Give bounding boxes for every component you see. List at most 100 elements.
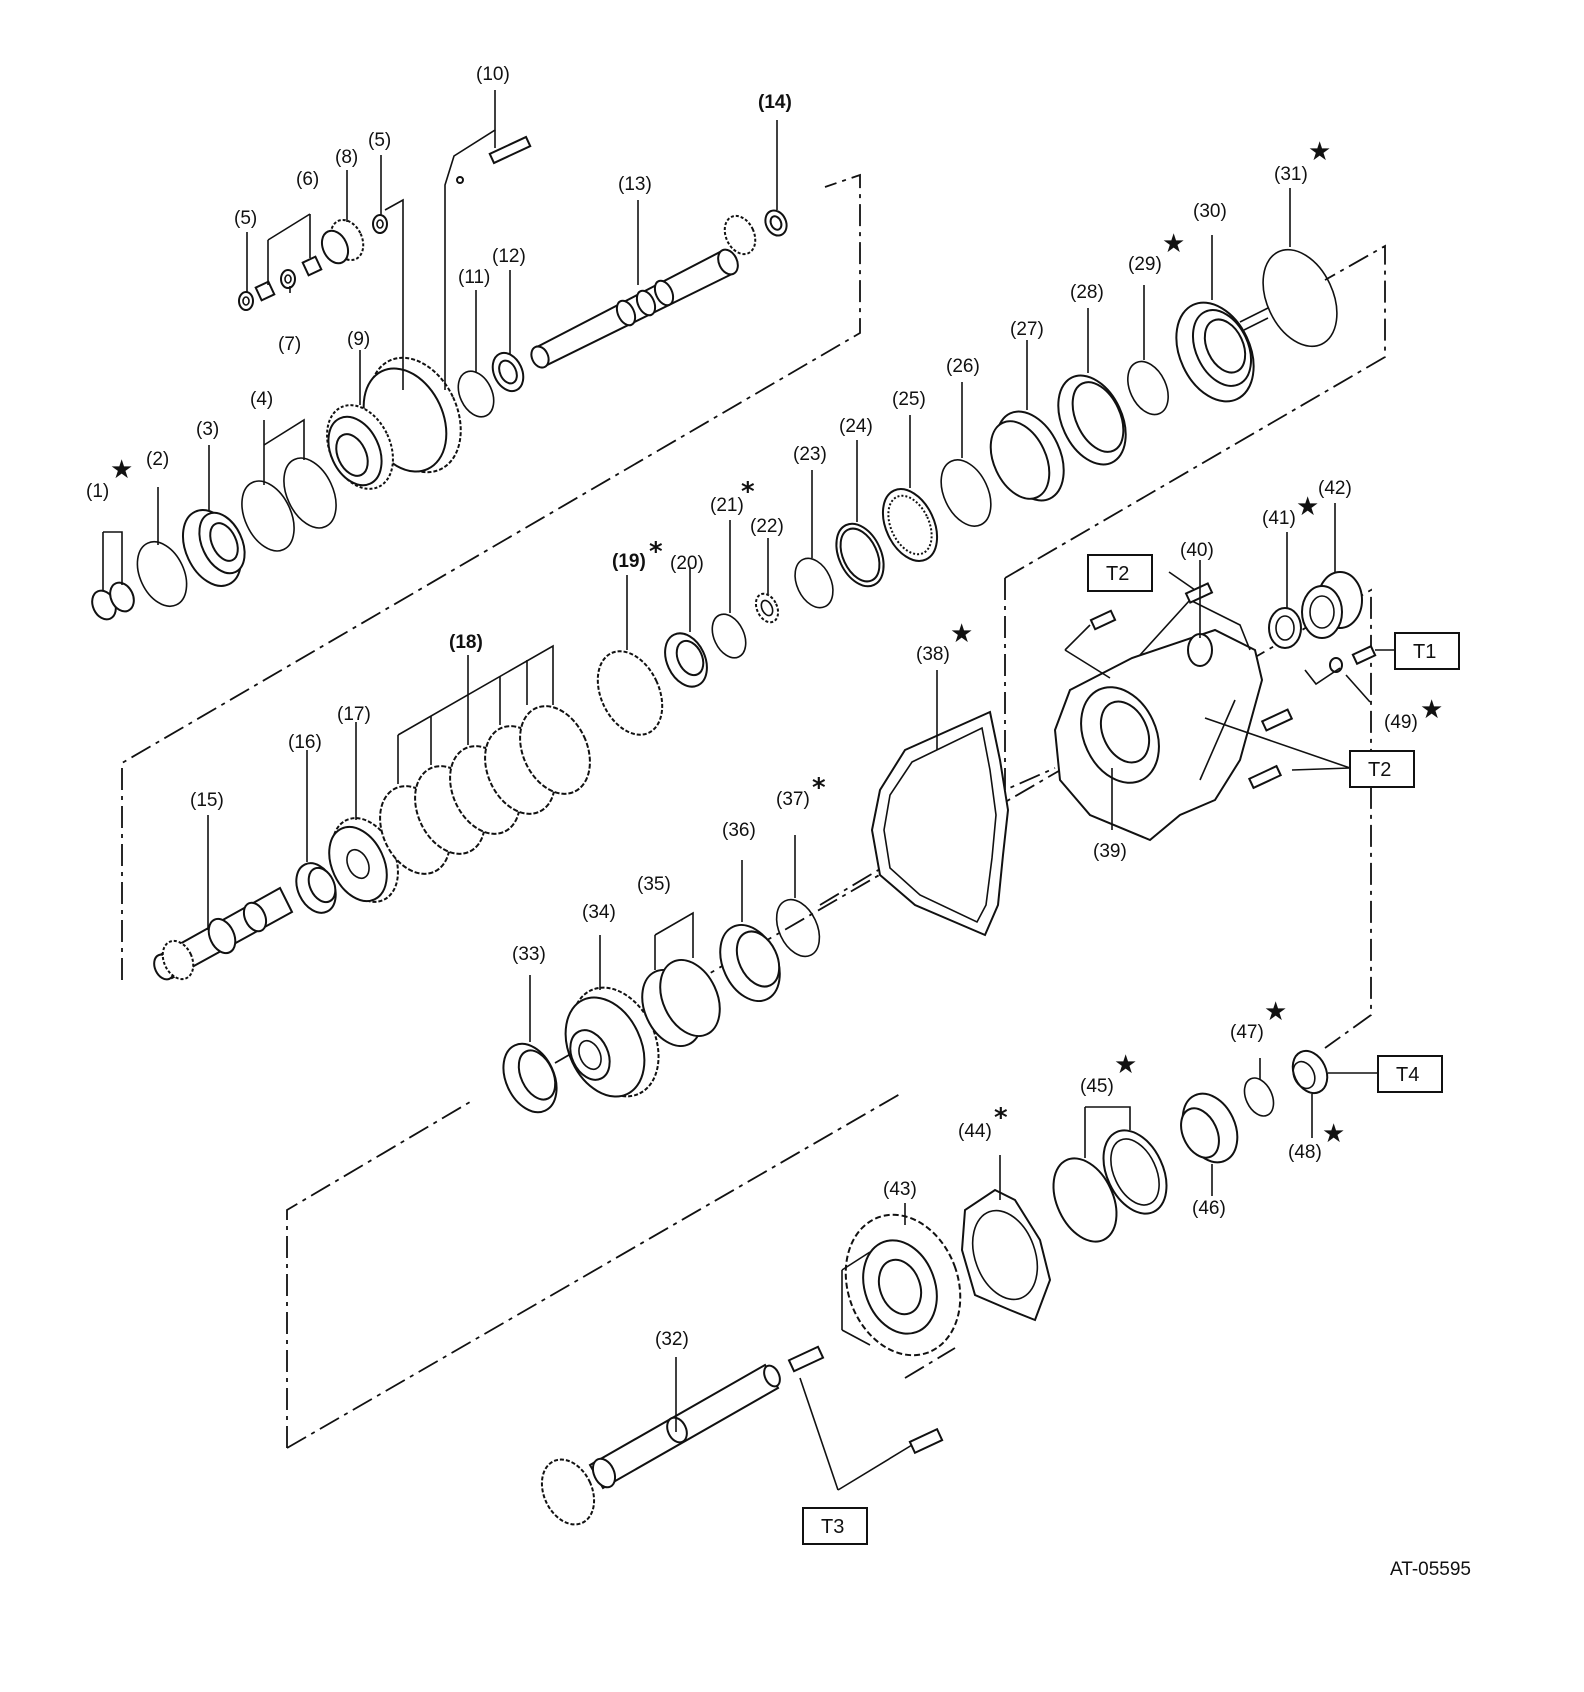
part-3-ball-bearing [181, 509, 246, 587]
part-8-pinion-gear [320, 218, 365, 265]
callout-45-mark: ★ [1114, 1050, 1137, 1080]
part-4-seal-rings [241, 457, 337, 552]
housing-bolts [787, 1345, 944, 1455]
torque-box-t3 [802, 1507, 868, 1545]
part-15-shaft [153, 886, 294, 981]
callout-4: (4) [250, 389, 273, 410]
callout-12: (12) [492, 246, 526, 267]
callout-16: (16) [288, 732, 322, 753]
callout-41: (41) [1262, 508, 1296, 529]
torque-box-t2-top [1087, 554, 1153, 592]
callout-34: (34) [582, 902, 616, 923]
callout-43: (43) [883, 1179, 917, 1200]
callout-21-mark: * [741, 477, 755, 507]
part-39-case [1053, 599, 1264, 842]
callout-21: (21) [710, 495, 744, 516]
callout-1-mark: ★ [110, 455, 133, 485]
part-37-snap-ring [775, 898, 821, 958]
callout-49-mark: ★ [1420, 695, 1443, 725]
torque-t4: T4 [1396, 1064, 1419, 1086]
part-46-roller-bearing [1180, 1092, 1239, 1164]
part-14-bushing [764, 209, 788, 237]
callout-38: (38) [916, 644, 950, 665]
callout-32: (32) [655, 1329, 689, 1350]
part-18-clutch-plates [379, 705, 591, 875]
part-19-plate [596, 650, 664, 736]
callout-labels: (1) ★ (2) (3) (4) (5) (5) (6) (7) (8) (9… [86, 64, 1443, 1350]
part-5-washer-right [372, 214, 388, 234]
part-42-extension [1301, 571, 1363, 639]
callout-18: (18) [449, 632, 483, 653]
part-29-o-ring [1127, 360, 1169, 416]
part-43-bearing-housing [844, 1213, 962, 1357]
figure-code: AT-05595 [1390, 1559, 1471, 1580]
part-22-spring-retainer [754, 592, 780, 624]
part-13-shaft [530, 214, 757, 369]
callout-29: (29) [1128, 254, 1162, 275]
part-7-collar [280, 269, 296, 289]
part-21-snap-ring [711, 613, 747, 659]
callout-47-mark: ★ [1264, 997, 1287, 1027]
callout-42: (42) [1318, 478, 1352, 499]
callout-35: (35) [637, 874, 671, 895]
part-31-o-ring [1262, 248, 1338, 348]
callout-10: (10) [476, 64, 510, 85]
part-24-ring [835, 522, 885, 588]
part-36-ball-bearing [719, 923, 781, 1003]
part-16-ball-bearing [295, 862, 337, 914]
callout-36: (36) [722, 820, 756, 841]
part-27-piston [989, 410, 1065, 502]
torque-t1: T1 [1413, 641, 1436, 663]
callout-6: (6) [296, 169, 319, 190]
callout-22: (22) [750, 516, 784, 537]
part-40-case-bore [1187, 633, 1213, 667]
part-28-seal [1057, 374, 1127, 466]
callout-8: (8) [335, 147, 358, 168]
part-38-gasket [870, 710, 1010, 937]
callout-47: (47) [1230, 1022, 1264, 1043]
callout-33: (33) [512, 944, 546, 965]
callout-27: (27) [1010, 319, 1044, 340]
callout-48-mark: ★ [1322, 1119, 1345, 1149]
part-34-drive-gear [564, 986, 660, 1098]
part-6-needle-bearings [254, 255, 323, 302]
callout-45: (45) [1080, 1076, 1114, 1097]
callout-46: (46) [1192, 1198, 1226, 1219]
part-11-snap-ring [457, 370, 495, 418]
callout-40: (40) [1180, 540, 1214, 561]
part-30-housing [1175, 301, 1269, 403]
callout-5b: (5) [368, 130, 391, 151]
callout-19-mark: * [649, 537, 663, 567]
callout-48: (48) [1288, 1142, 1322, 1163]
callout-3: (3) [196, 419, 219, 440]
callout-39: (39) [1093, 841, 1127, 862]
torque-t3: T3 [821, 1516, 844, 1538]
callout-15: (15) [190, 790, 224, 811]
torque-box-t4 [1377, 1055, 1443, 1093]
part-33-ball-bearing [502, 1042, 558, 1114]
callout-29-mark: ★ [1162, 229, 1185, 259]
callout-44: (44) [958, 1121, 992, 1142]
callout-5a: (5) [234, 208, 257, 229]
callout-23: (23) [793, 444, 827, 465]
torque-box-t1 [1394, 632, 1460, 670]
torque-box-t2-right [1349, 750, 1415, 788]
part-25-spring [881, 488, 939, 562]
part-5-washer-left [238, 291, 254, 311]
part-10-pin [456, 135, 532, 184]
part-47-washer [1243, 1077, 1275, 1117]
callout-37: (37) [776, 789, 810, 810]
part-32-drive-pinion [540, 1363, 781, 1526]
part-23-snap-ring [794, 557, 834, 609]
callout-26: (26) [946, 356, 980, 377]
torque-t2-top: T2 [1106, 563, 1129, 585]
torque-labels: T2 T1 T2 T4 T3 [802, 554, 1460, 1545]
callout-30: (30) [1193, 201, 1227, 222]
part-35-bearing-races [641, 958, 721, 1048]
callout-2: (2) [146, 449, 169, 470]
callout-31: (31) [1274, 164, 1308, 185]
part-45-bearing-races [1052, 1129, 1168, 1243]
part-48-lock-nut [1291, 1049, 1329, 1095]
part-1-seal-rings [91, 581, 135, 621]
